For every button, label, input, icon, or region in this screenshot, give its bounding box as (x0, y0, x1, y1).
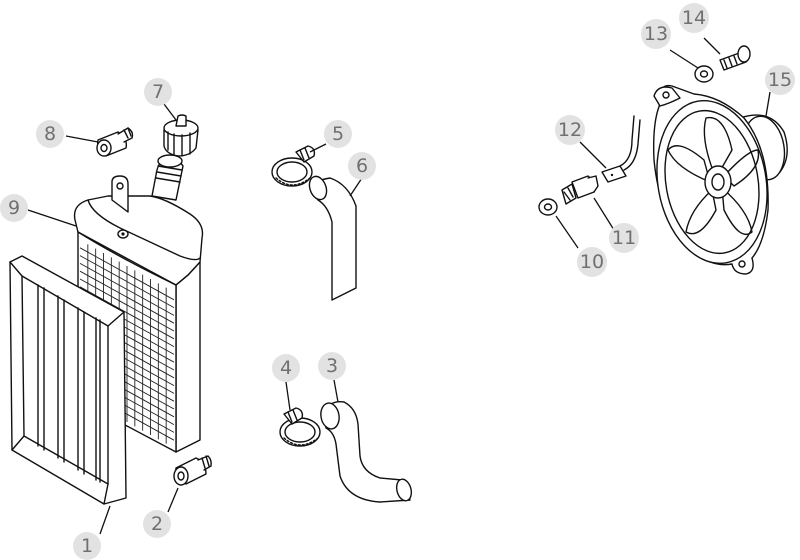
callout-11: 11 (609, 223, 639, 253)
callout-3-text: 3 (326, 355, 338, 377)
callout-10-text: 10 (580, 251, 604, 273)
callout-15: 15 (765, 65, 795, 95)
callout-2: 2 (143, 510, 171, 538)
callout-14-text: 14 (682, 7, 706, 29)
bolt-bottom (173, 455, 212, 486)
callout-4-text: 4 (280, 357, 292, 379)
hose-lower (320, 400, 413, 503)
radiator-cap (163, 114, 199, 157)
cooling-fan (652, 84, 788, 275)
callout-6-text: 6 (356, 155, 368, 177)
callout-6: 6 (348, 152, 376, 180)
callout-1: 1 (73, 532, 101, 560)
hose-upper (308, 175, 357, 301)
callout-9: 9 (0, 194, 28, 222)
washer (538, 198, 558, 216)
callout-7: 7 (144, 78, 172, 106)
callout-1-text: 1 (81, 535, 93, 557)
connector (601, 115, 641, 183)
callout-4: 4 (272, 354, 300, 382)
callout-13-text: 13 (644, 23, 668, 45)
callout-13: 13 (641, 19, 671, 49)
radiator-guard (9, 255, 127, 505)
callout-7-text: 7 (152, 81, 164, 103)
callout-9-text: 9 (8, 197, 20, 219)
callout-8-text: 8 (44, 123, 56, 145)
callout-12: 12 (555, 115, 585, 145)
callout-5-text: 5 (332, 123, 344, 145)
callout-11-text: 11 (612, 227, 636, 249)
screw (719, 45, 751, 71)
leader-lines (27, 37, 771, 535)
callout-2-text: 2 (151, 513, 163, 535)
callout-14: 14 (679, 3, 709, 33)
callout-5: 5 (324, 120, 352, 148)
callout-12-text: 12 (558, 119, 582, 141)
bolt-top (96, 127, 134, 157)
callout-8: 8 (36, 120, 64, 148)
callout-15-text: 15 (768, 69, 792, 91)
washer-small (694, 65, 714, 83)
thermo-switch (561, 175, 599, 205)
hose-clamp-lower (279, 407, 321, 447)
callout-3: 3 (318, 352, 346, 380)
callout-10: 10 (577, 247, 607, 277)
hose-clamp-upper (271, 145, 316, 187)
